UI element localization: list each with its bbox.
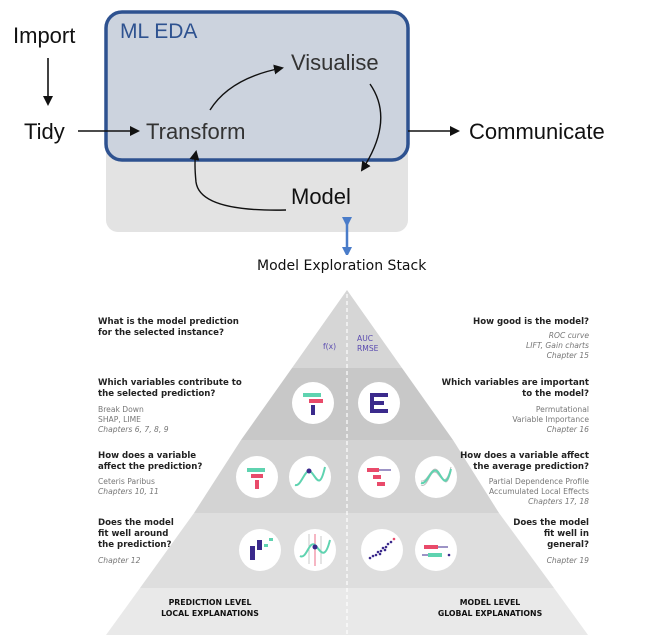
waterfall-icon xyxy=(292,382,334,424)
model-label: Model xyxy=(291,184,351,209)
profile-curve-icon xyxy=(289,456,331,498)
importance-bars-icon xyxy=(358,382,400,424)
residual-curve-icon xyxy=(294,529,336,571)
right-question-1: How good is the model? xyxy=(473,317,589,327)
pyramid-band-2 xyxy=(241,368,453,440)
formula-label: f(x) xyxy=(323,342,337,351)
left-chapter-4: Chapter 12 xyxy=(98,556,141,565)
visualise-to-model-arrow xyxy=(360,83,382,172)
tidy-label: Tidy xyxy=(24,119,65,144)
pyramid-band-4 xyxy=(140,513,554,588)
transform-to-visualise-arrow xyxy=(209,64,284,111)
ml-eda-title: ML EDA xyxy=(120,20,198,43)
metric-rmse: RMSE xyxy=(357,344,379,353)
ceteris-paribus-icon xyxy=(236,456,278,498)
pd-curves-icon xyxy=(415,456,457,498)
scatter-fit-icon xyxy=(361,529,403,571)
workflow-diagram xyxy=(43,10,460,255)
ml-eda-box xyxy=(104,10,410,162)
stack-title: Model Exploration Stack xyxy=(257,258,427,274)
right-chapter-4: Chapter 19 xyxy=(546,556,589,565)
model-to-transform-arrow xyxy=(189,150,287,211)
transform-label: Transform xyxy=(146,119,246,144)
exploration-pyramid xyxy=(0,290,588,635)
pyramid-band-1 xyxy=(0,290,400,368)
communicate-label: Communicate xyxy=(469,119,605,144)
import-label: Import xyxy=(13,23,76,48)
metric-auc: AUC xyxy=(357,334,374,343)
visualise-label: Visualise xyxy=(291,50,379,75)
residual-bars-icon xyxy=(239,529,281,571)
pd-boxplot-icon xyxy=(358,456,400,498)
residual-boxplot-icon xyxy=(415,529,457,571)
